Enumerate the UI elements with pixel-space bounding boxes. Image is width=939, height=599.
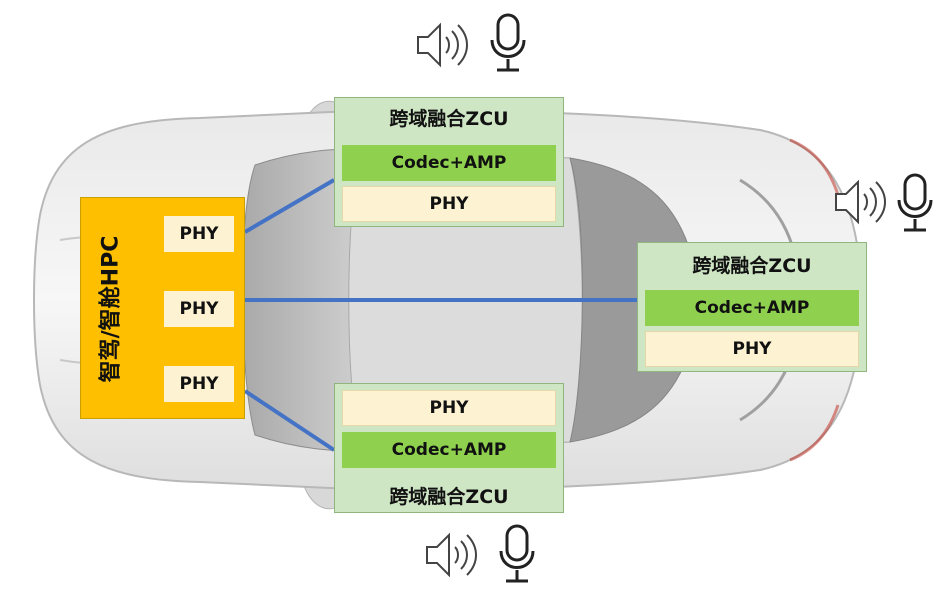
microphone-icon <box>499 524 535 583</box>
zcu-bottom: PHY Codec+AMP 跨域融合ZCU <box>334 383 564 513</box>
microphone-icon <box>897 173 933 232</box>
microphone-icon <box>490 13 526 72</box>
zcu-right: 跨域融合ZCU Codec+AMP PHY <box>637 242 867 372</box>
hpc-phy-port-2: PHY <box>164 291 234 327</box>
zcu-right-title: 跨域融合ZCU <box>692 255 812 277</box>
hpc-label-wrap: 智驾/智舱HPC <box>91 198 125 420</box>
speaker-icon <box>835 179 886 225</box>
zcu-top-phy: PHY <box>342 186 556 222</box>
zcu-bottom-phy: PHY <box>342 390 556 426</box>
zcu-top: 跨域融合ZCU Codec+AMP PHY <box>334 97 564 227</box>
speaker-icon <box>417 22 468 68</box>
zcu-bottom-title: 跨域融合ZCU <box>389 486 509 508</box>
link-top <box>243 178 336 234</box>
zcu-right-codec: Codec+AMP <box>645 290 859 326</box>
hpc-phy-port-1: PHY <box>164 216 234 252</box>
speaker-icon <box>426 532 477 578</box>
zcu-right-phy: PHY <box>645 331 859 367</box>
hpc-label: 智驾/智舱HPC <box>98 235 123 383</box>
hpc-block: 智驾/智舱HPC PHY PHY PHY <box>80 197 245 419</box>
zcu-top-title: 跨域融合ZCU <box>389 108 509 130</box>
zcu-top-codec: Codec+AMP <box>342 145 556 181</box>
link-bottom <box>243 389 336 452</box>
zcu-bottom-codec: Codec+AMP <box>342 432 556 468</box>
hpc-phy-port-3: PHY <box>164 366 234 402</box>
